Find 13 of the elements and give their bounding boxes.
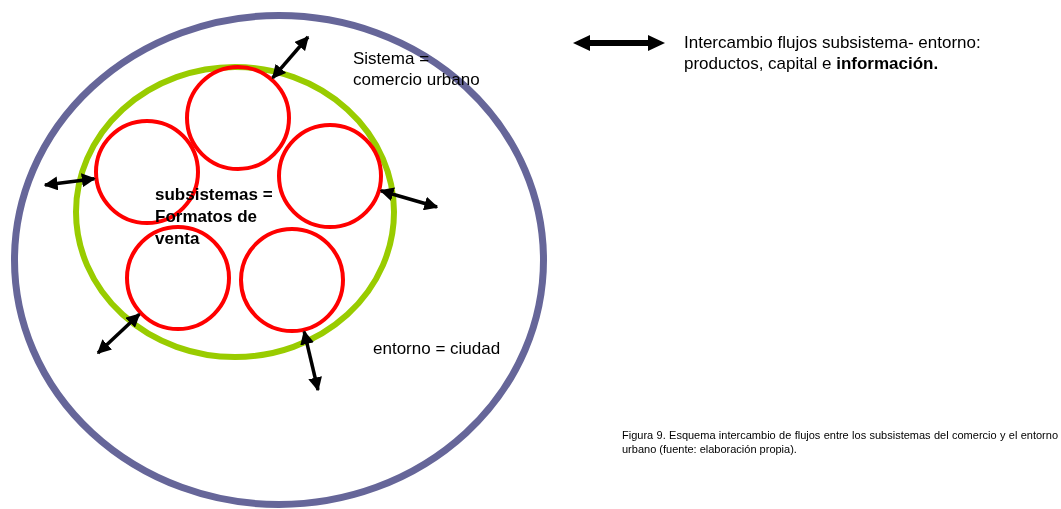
outer-circle [11, 12, 547, 508]
double-arrow [300, 330, 322, 392]
double-arrow [379, 187, 439, 211]
subsystem-circle [277, 123, 383, 229]
double-arrow [271, 35, 310, 80]
subsystem-circle [125, 225, 231, 331]
legend-text: Intercambio flujos subsistema- entorno: productos, capital e información. [684, 32, 982, 74]
node-label: entorno = ciudad [373, 338, 502, 359]
subsystem-circle [239, 227, 345, 333]
double-arrow [43, 173, 96, 191]
figure-caption: Figura 9. Esquema intercambio de flujos entre los subsistemas del comercio y el entorno urbano (fuente: elaboración propia). [622, 428, 1058, 456]
double-arrow [96, 312, 141, 355]
subsystem-circle [185, 65, 291, 171]
